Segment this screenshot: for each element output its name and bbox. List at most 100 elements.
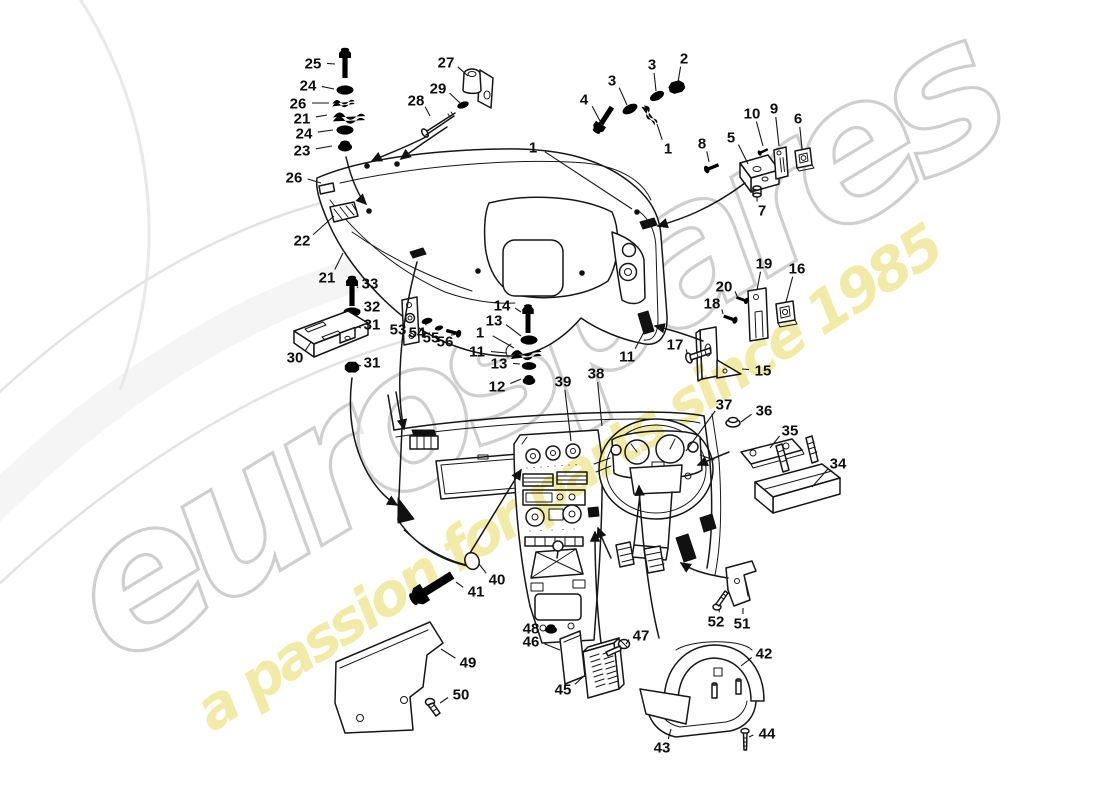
push-nut-36 — [725, 416, 741, 428]
part-label-29: 29 — [430, 81, 461, 104]
part-label-50: 50 — [439, 687, 469, 704]
svg-text:11: 11 — [619, 349, 635, 366]
svg-text:53: 53 — [390, 322, 407, 339]
svg-text:18: 18 — [704, 296, 721, 313]
pedals — [615, 533, 697, 574]
part-label-49: 49 — [440, 648, 476, 672]
svg-text:19: 19 — [756, 256, 773, 273]
steering-wheel — [593, 418, 715, 561]
diagram-line-art — [293, 47, 841, 751]
svg-text:35: 35 — [782, 423, 799, 440]
svg-text:23: 23 — [294, 143, 311, 160]
part-label-1: 1 — [476, 325, 515, 349]
svg-text:6: 6 — [794, 111, 802, 128]
part-label-12: 12 — [489, 378, 522, 396]
part-label-45: 45 — [555, 675, 585, 699]
part-label-11: 11 — [469, 344, 508, 361]
slotted-bracket-19 — [747, 287, 769, 342]
svg-text:1: 1 — [476, 325, 484, 342]
svg-text:2: 2 — [680, 51, 688, 68]
console-gauges — [525, 443, 581, 464]
nut-2 — [667, 79, 687, 95]
washer-3a — [620, 101, 640, 117]
mounting-plate-46 — [559, 630, 586, 685]
spire-nut-16 — [775, 300, 798, 328]
washer-24 — [336, 85, 354, 95]
support-bracket-34 — [754, 435, 841, 514]
mounting-bracket-30 — [293, 310, 369, 358]
svg-text:34: 34 — [830, 456, 847, 473]
part-label-24: 24 — [296, 126, 334, 143]
svg-text:31: 31 — [364, 355, 381, 372]
part-label-31: 31 — [358, 355, 381, 372]
pivot-pin-28 — [420, 111, 456, 138]
part-label-42: 42 — [740, 646, 772, 667]
part-label-43: 43 — [654, 728, 672, 757]
svg-text:15: 15 — [755, 363, 772, 380]
svg-text:21: 21 — [294, 111, 311, 128]
svg-text:5: 5 — [727, 130, 735, 147]
svg-text:29: 29 — [430, 81, 447, 98]
svg-text:3: 3 — [648, 57, 656, 74]
part-label-51: 51 — [734, 607, 751, 633]
svg-text:11: 11 — [469, 344, 485, 361]
svg-text:8: 8 — [698, 136, 706, 153]
part-label-37: 37 — [685, 397, 733, 452]
radio-unit — [522, 489, 586, 506]
part-label-21: 21 — [319, 252, 344, 287]
svg-text:7: 7 — [758, 203, 766, 220]
part-label-1: 1 — [656, 123, 672, 158]
part-label-41: 41 — [455, 581, 484, 601]
part-label-13: 13 — [486, 313, 522, 337]
part-label-15: 15 — [741, 363, 772, 380]
lower-dash — [387, 391, 722, 644]
part-label-54: 54 — [409, 322, 427, 342]
console-vents — [522, 471, 588, 487]
spring-clip-1 — [640, 103, 659, 127]
bolt-25 — [339, 47, 351, 78]
svg-text:51: 51 — [734, 616, 751, 633]
hvac-controls — [525, 504, 582, 532]
screw-50 — [424, 697, 441, 717]
closing-panel-49 — [334, 621, 444, 734]
part-label-28: 28 — [408, 93, 431, 117]
part-label-38: 38 — [588, 366, 604, 427]
cowl-studs — [711, 678, 742, 699]
svg-text:32: 32 — [364, 299, 381, 316]
svg-text:17: 17 — [667, 337, 684, 354]
lower-cowl-43 — [639, 688, 757, 738]
part-label-13: 13 — [491, 356, 521, 373]
svg-text:44: 44 — [759, 726, 776, 743]
svg-text:55: 55 — [423, 330, 440, 347]
washer-13a — [520, 335, 538, 345]
spring-clip-26 — [332, 99, 355, 108]
svg-text:4: 4 — [580, 92, 589, 109]
part-label-7: 7 — [756, 197, 766, 220]
svg-text:26: 26 — [290, 96, 307, 113]
part-label-39: 39 — [555, 374, 572, 442]
assembly-arrows — [345, 126, 746, 644]
nut-23 — [338, 140, 352, 152]
svg-text:9: 9 — [770, 101, 778, 118]
svg-text:37: 37 — [716, 397, 733, 414]
part-label-1: 1 — [529, 140, 633, 210]
part-label-17: 17 — [667, 337, 688, 354]
svg-text:24: 24 — [296, 126, 313, 143]
svg-text:1: 1 — [664, 141, 672, 158]
part-label-23: 23 — [294, 143, 333, 160]
svg-text:25: 25 — [305, 56, 322, 73]
svg-text:33: 33 — [362, 276, 379, 293]
svg-text:20: 20 — [716, 279, 733, 296]
svg-text:40: 40 — [489, 572, 506, 589]
part-label-34: 34 — [811, 456, 847, 488]
part-label-21: 21 — [294, 111, 328, 128]
bracket-51 — [725, 560, 757, 607]
clip-nut-6 — [794, 147, 815, 172]
svg-text:56: 56 — [437, 334, 454, 351]
svg-text:47: 47 — [633, 628, 650, 645]
mounting-bracket-5 — [739, 154, 780, 198]
cowl-side-panel — [699, 413, 722, 576]
part-label-20: 20 — [716, 279, 738, 297]
svg-text:13: 13 — [486, 313, 503, 330]
